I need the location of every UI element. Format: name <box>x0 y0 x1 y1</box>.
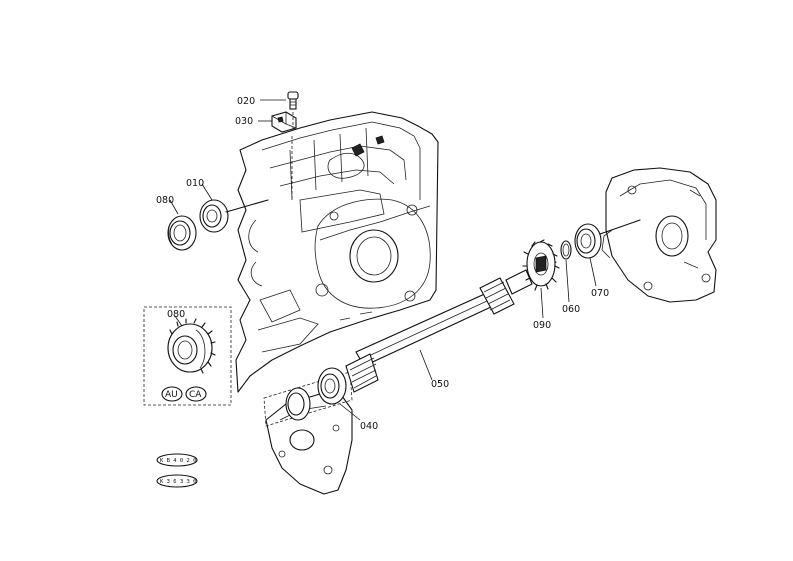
snap-ring-060 <box>560 240 572 260</box>
label-020: 020 <box>237 96 255 107</box>
oil-seal-lower <box>285 387 311 421</box>
leader-lines <box>169 99 597 421</box>
gear-090 <box>522 239 560 291</box>
output-shaft <box>345 261 557 393</box>
serial-tag-2: K 3 6 3 3 0 <box>156 474 198 488</box>
label-040: 040 <box>360 421 378 432</box>
svg-text:AU: AU <box>165 390 178 400</box>
badge-au: AU <box>161 386 183 402</box>
bearing-040 <box>317 367 347 405</box>
label-030: 030 <box>235 116 253 127</box>
label-060: 060 <box>562 304 580 315</box>
rear-cover-housing <box>601 167 717 303</box>
svg-text:K B 4 0 2 0: K B 4 0 2 0 <box>160 458 196 464</box>
label-050: 050 <box>431 379 449 390</box>
svg-text:K 3 6 3 3 0: K 3 6 3 3 0 <box>160 479 196 485</box>
transmission-housing <box>235 111 439 393</box>
label-080: 080 <box>156 195 174 206</box>
assembly-line-bolt <box>291 112 294 200</box>
serial-tag-1: K B 4 0 2 0 <box>156 453 198 467</box>
variant-detail-inset <box>143 306 232 406</box>
bolt-020 <box>287 91 299 110</box>
bearing-010 <box>199 199 269 233</box>
svg-text:CA: CA <box>189 390 202 400</box>
label-090: 090 <box>533 320 551 331</box>
label-070: 070 <box>591 288 609 299</box>
badge-ca: CA <box>185 386 207 402</box>
label-080-inset: 080 <box>167 309 185 320</box>
block-030 <box>271 111 297 133</box>
bearing-070 <box>574 219 641 259</box>
label-010: 010 <box>186 178 204 189</box>
oil-seal-080 <box>167 215 197 251</box>
